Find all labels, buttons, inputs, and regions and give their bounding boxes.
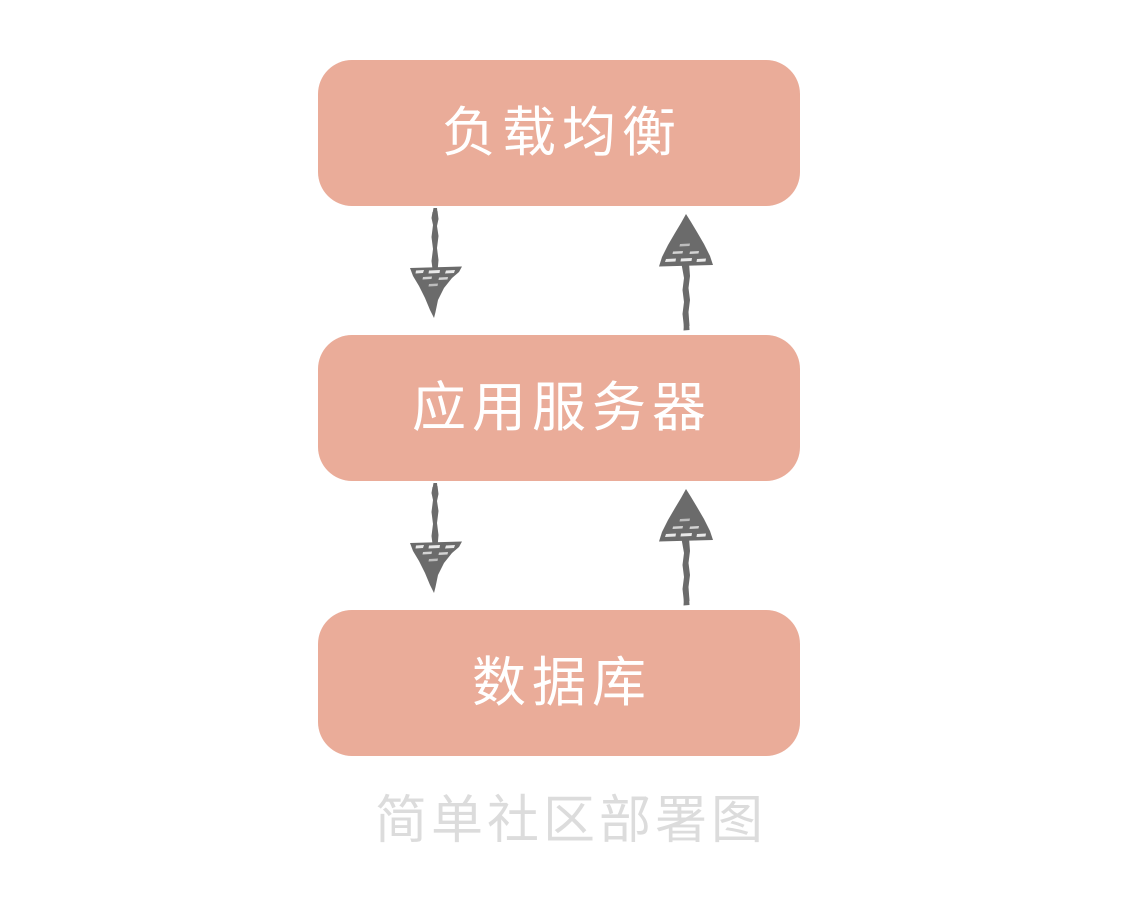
- node-database[interactable]: 数据库: [318, 610, 800, 756]
- node-database-label: 数据库: [472, 651, 652, 714]
- node-load-balancer[interactable]: 负载均衡: [318, 60, 800, 206]
- edge-load-balancer-to-app-server-arrow: [410, 208, 462, 318]
- node-app-server[interactable]: 应用服务器: [318, 335, 800, 481]
- edge-app-server-to-load-balancer-arrow: [659, 214, 713, 331]
- edge-database-to-app-server-arrow: [659, 489, 713, 606]
- diagram-caption: 简单社区部署图: [374, 791, 767, 851]
- node-load-balancer-label: 负载均衡: [442, 101, 682, 164]
- edge-app-server-to-database-arrow: [410, 483, 462, 593]
- node-app-server-label: 应用服务器: [412, 376, 712, 439]
